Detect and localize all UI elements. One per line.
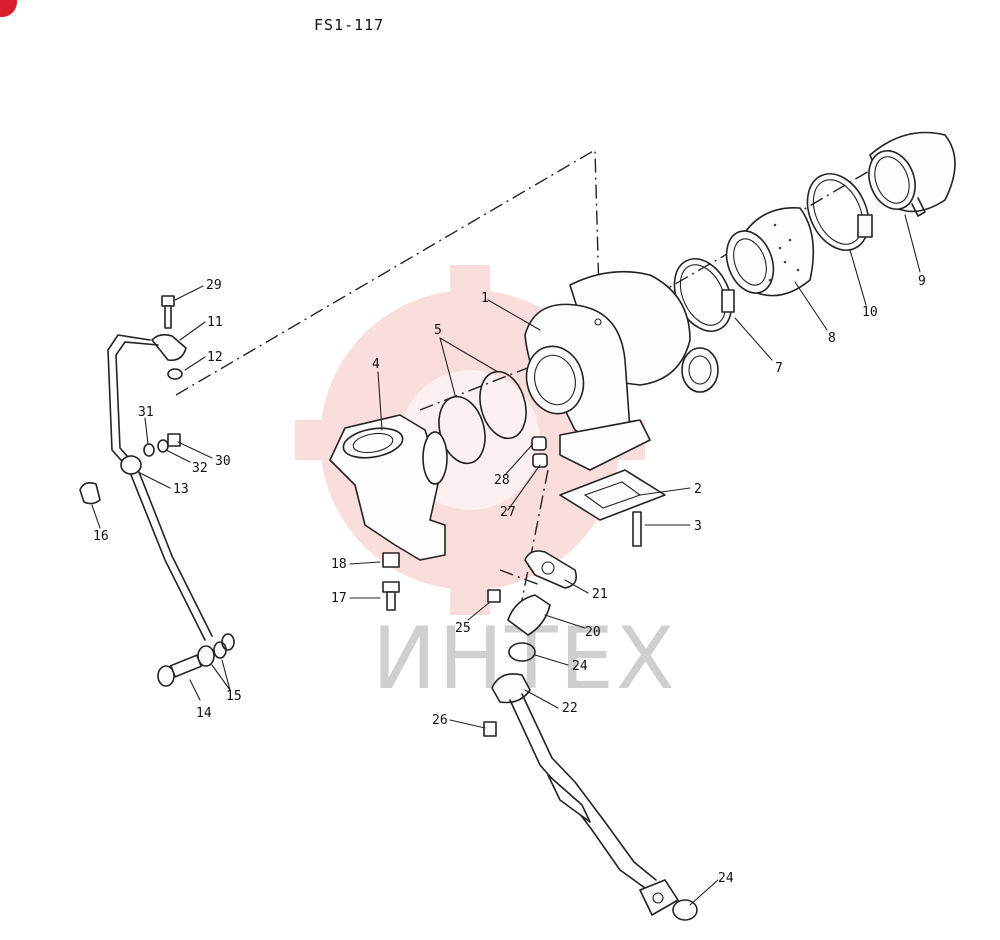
- part-31-washer: [143, 443, 155, 457]
- callout-31: 31: [138, 405, 154, 420]
- callout-13: 13: [173, 482, 189, 497]
- callout-5: 5: [434, 323, 442, 338]
- corner-badge-icon: [0, 0, 17, 17]
- callout-24-lower: 24: [718, 871, 734, 886]
- callout-12: 12: [207, 350, 223, 365]
- callout-17: 17: [331, 591, 347, 606]
- callout-21: 21: [592, 587, 608, 602]
- part-4-elbow: [329, 414, 448, 561]
- part-27-nut: [532, 453, 548, 468]
- part-11-banjo: [151, 333, 187, 362]
- callout-29: 29: [206, 278, 222, 293]
- part-28-nut: [531, 436, 547, 451]
- part-24-oring-lower: [672, 899, 698, 921]
- callout-labels: 1 2 3 4 5 7 8 9 10 11 12 13 14 15 16 17 …: [93, 274, 926, 886]
- callout-4: 4: [372, 357, 380, 372]
- part-10-clamp: [806, 173, 873, 251]
- part-15-washers: [197, 633, 235, 667]
- part-13-oil-line: [107, 334, 213, 641]
- callout-10: 10: [862, 305, 878, 320]
- callout-14: 14: [196, 706, 212, 721]
- part-16-fitting: [79, 482, 101, 505]
- callout-27: 27: [500, 505, 516, 520]
- callout-3: 3: [694, 519, 702, 534]
- callout-2: 2: [694, 482, 702, 497]
- part-8-hose: [725, 207, 815, 297]
- callout-25: 25: [455, 621, 471, 636]
- part-7-clamp: [673, 258, 735, 332]
- callout-1: 1: [481, 291, 489, 306]
- callout-15: 15: [226, 689, 242, 704]
- part-14-banjo-bolt: [157, 654, 203, 687]
- diagram-code: FS1-117: [314, 16, 384, 34]
- part-21-flange: [524, 550, 578, 589]
- callout-24-upper: 24: [572, 659, 588, 674]
- part-20-fitting: [507, 594, 551, 636]
- callout-28: 28: [494, 473, 510, 488]
- part-1-turbocharger: [524, 270, 719, 471]
- callout-7: 7: [775, 361, 783, 376]
- part-3-stud: [632, 511, 642, 547]
- callout-9: 9: [918, 274, 926, 289]
- part-30-nut: [167, 433, 181, 447]
- callout-26: 26: [432, 713, 448, 728]
- callout-8: 8: [828, 331, 836, 346]
- callout-11: 11: [207, 315, 223, 330]
- part-24-oring-upper: [508, 642, 536, 662]
- callout-30: 30: [215, 454, 231, 469]
- callout-20: 20: [585, 625, 601, 640]
- part-17-bolt: [382, 581, 400, 611]
- part-9-intake-pipe: [868, 131, 956, 217]
- part-29-bolt: [161, 295, 175, 329]
- callout-32: 32: [192, 461, 208, 476]
- part-26-bolt: [483, 721, 497, 737]
- part-25-bolt: [487, 589, 501, 603]
- callout-18: 18: [331, 557, 347, 572]
- callout-16: 16: [93, 529, 109, 544]
- part-22-drain-pipe: [491, 673, 679, 916]
- part-18-nut: [382, 552, 400, 568]
- leader-lines: [91, 214, 921, 906]
- part-12-washer: [167, 368, 183, 380]
- callout-22: 22: [562, 701, 578, 716]
